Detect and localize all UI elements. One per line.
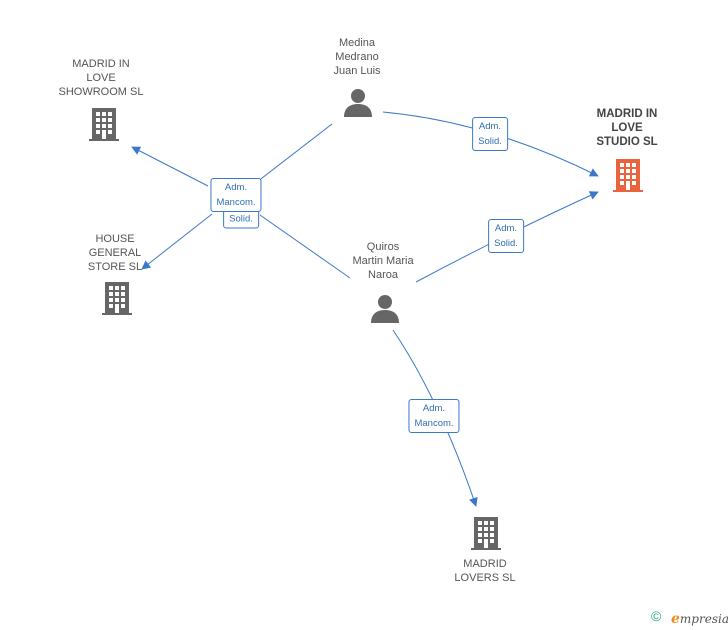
edge-quiros-to-hub [259,214,351,279]
node-label-quiros[interactable]: Quiros Martin Maria Naroa [352,241,414,281]
brand-logo: empresia [671,611,728,627]
building-icon[interactable] [470,515,502,551]
node-label-madrid-studio[interactable]: MADRID IN LOVE STUDIO SL [596,108,658,148]
edge-hub-to-showroom [131,146,209,187]
building-icon[interactable] [101,280,133,316]
brand-name: mpresia [679,612,728,626]
person-icon[interactable] [343,88,373,118]
node-label-medina[interactable]: Medina Medrano Juan Luis [333,37,381,77]
person-icon[interactable] [370,294,400,324]
edge-label-quiros-lovers: Adm. Mancom. [408,399,460,433]
edge-label-hub-mancom: Adm. Mancom. [210,178,262,212]
brand-initial: e [671,611,680,627]
building-icon[interactable] [88,106,120,142]
copyright-symbol: © [651,608,662,624]
edge-hub-to-house [141,213,213,270]
building-icon[interactable] [612,157,644,193]
node-label-madrid-showroom[interactable]: MADRID IN LOVE SHOWROOM SL [58,58,144,98]
edge-label-quiros-studio: Adm. Solid. [488,219,524,253]
node-label-madrid-lovers[interactable]: MADRID LOVERS SL [454,558,516,584]
edge-label-medina-studio: Adm. Solid. [472,117,508,151]
node-label-house-general[interactable]: HOUSE GENERAL STORE SL [87,233,143,273]
edge-label-hub-solid: Solid. [223,209,259,229]
